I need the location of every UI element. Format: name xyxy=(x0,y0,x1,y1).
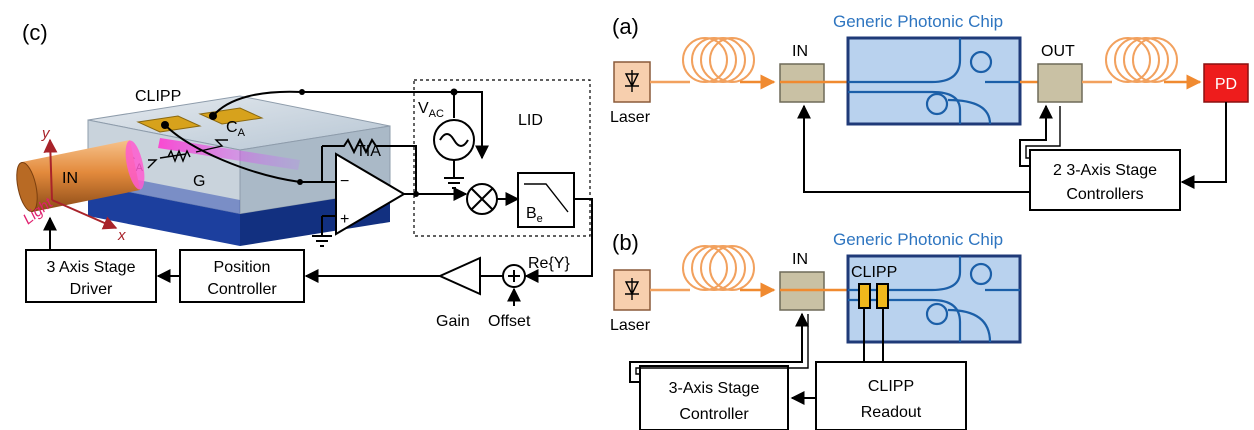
clipp-readout-line1: CLIPP xyxy=(868,378,914,395)
tia-label: TIA xyxy=(356,143,381,160)
g-label: G xyxy=(193,173,205,190)
photodetector-label: PD xyxy=(1215,76,1237,93)
input-coupler-a-label: IN xyxy=(792,43,808,60)
fiber-coil-a2 xyxy=(1105,37,1178,83)
stage-controllers-a-line1: 2 3-Axis Stage xyxy=(1053,162,1157,179)
panel-a-chip-title: Generic Photonic Chip xyxy=(833,12,1003,31)
stage-controller-b-box xyxy=(639,365,789,430)
fiber-coil-a1 xyxy=(682,37,755,83)
summing-junction xyxy=(502,264,526,288)
ca-right-label: CA xyxy=(226,119,246,139)
stage-controllers-a-line2: Controllers xyxy=(1066,186,1143,203)
panel-c: (c) CLIPP CA CA G xyxy=(16,20,593,330)
panel-b-label: (b) xyxy=(612,230,639,255)
stage-controllers-a-box xyxy=(1029,149,1181,211)
vac-label: VAC xyxy=(418,100,444,120)
clipp-electrode-1 xyxy=(858,283,871,309)
clipp-b-label: CLIPP xyxy=(851,264,897,281)
gain-amplifier xyxy=(437,256,481,296)
vac-source xyxy=(433,119,475,189)
offset-label: Offset xyxy=(488,313,531,330)
panel-a: (a) Generic Photonic Chip Laser IN OUT xyxy=(610,12,1249,211)
laser-a-label: Laser xyxy=(610,109,651,126)
position-controller-box xyxy=(179,249,305,303)
stage-driver-line1: 3 Axis Stage xyxy=(47,259,136,276)
lid-box xyxy=(413,79,591,237)
mixer xyxy=(466,183,498,215)
axis-x-label: x xyxy=(117,227,126,244)
panel-c-label: (c) xyxy=(22,20,48,45)
position-controller-line2: Controller xyxy=(207,281,277,298)
clipp-electrode-2 xyxy=(876,283,889,309)
clipp-readout-line2: Readout xyxy=(861,404,922,421)
output-coupler-a xyxy=(1037,63,1083,103)
tia-amplifier xyxy=(300,137,468,247)
clipp-readout-box xyxy=(815,361,967,430)
fiber-coil-b xyxy=(682,245,755,291)
stage-controller-b-line1: 3-Axis Stage xyxy=(669,380,760,397)
output-coupler-a-label: OUT xyxy=(1041,43,1075,60)
gain-label: Gain xyxy=(436,313,470,330)
rey-label: Re{Y} xyxy=(528,255,570,272)
panel-b: (b) Generic Photonic Chip Laser IN CLIPP… xyxy=(610,230,1022,430)
panel-a-label: (a) xyxy=(612,14,639,39)
be-label: Be xyxy=(526,205,543,225)
input-coupler-b-label: IN xyxy=(792,251,808,268)
tia-plus: + xyxy=(340,211,349,228)
photodetector xyxy=(1203,63,1249,103)
lid-label: LID xyxy=(518,112,543,129)
clipp-label: CLIPP xyxy=(135,88,181,105)
stage-driver-box xyxy=(25,249,157,303)
position-controller-line1: Position xyxy=(214,259,271,276)
stage-driver-line2: Driver xyxy=(70,281,113,298)
stage-controller-b-line2: Controller xyxy=(679,406,749,423)
axes: y x xyxy=(41,125,126,244)
panel-b-chip-title: Generic Photonic Chip xyxy=(833,230,1003,249)
fiber-in-label: IN xyxy=(62,170,78,187)
axis-y-label: y xyxy=(41,125,51,142)
tia-minus: − xyxy=(340,173,349,190)
laser-b-label: Laser xyxy=(610,317,651,334)
